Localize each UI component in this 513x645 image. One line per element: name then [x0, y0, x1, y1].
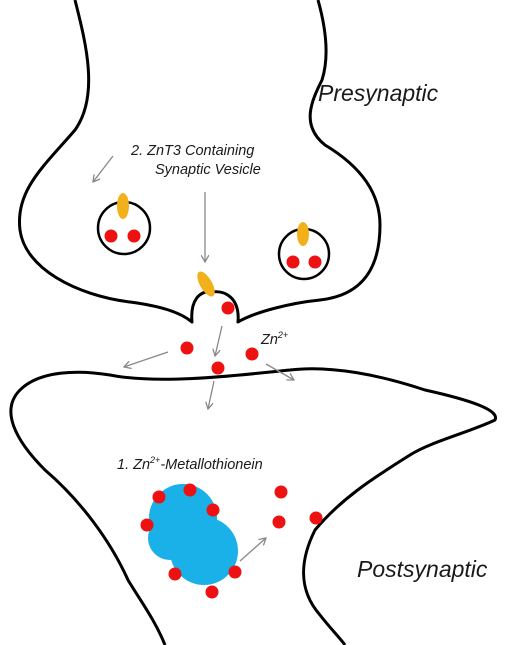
vesicle-label-line2: Synaptic Vesicle — [155, 162, 261, 178]
zinc-ion — [275, 486, 288, 499]
znt3-transporter — [297, 222, 309, 246]
zinc-ion — [206, 586, 219, 599]
zinc-ion — [153, 491, 166, 504]
arrow — [124, 352, 168, 367]
zinc-ion — [105, 230, 118, 243]
zinc-ion — [273, 516, 286, 529]
postsynaptic-membrane — [11, 369, 496, 645]
zinc-ion — [222, 302, 235, 315]
zinc-ion — [169, 568, 182, 581]
metallothionein-label-suffix: -Metallothionein — [160, 457, 262, 473]
vesicle-label-line1: 2. ZnT3 Containing — [131, 143, 254, 159]
zinc-ion — [246, 348, 259, 361]
arrow — [240, 538, 266, 561]
zinc-ion — [181, 342, 194, 355]
zinc-ion-label: Zn2+ — [261, 330, 288, 348]
zinc-ion — [128, 230, 141, 243]
znt3-transporter — [117, 193, 129, 219]
synaptic-vesicle-right — [279, 222, 329, 279]
zinc-ion — [207, 504, 220, 517]
metallothionein-complex — [141, 484, 242, 599]
synaptic-vesicle-left — [98, 193, 150, 254]
zinc-ion — [184, 484, 197, 497]
metallothionein-label-charge: 2+ — [150, 455, 160, 465]
zinc-ion — [287, 256, 300, 269]
zinc-ion-label-base: Zn — [261, 332, 278, 348]
zinc-ion — [309, 256, 322, 269]
metallothionein-label-prefix: 1. Zn — [117, 457, 150, 473]
zinc-ion — [310, 512, 323, 525]
znt3-transporter-fusing — [194, 269, 218, 299]
arrow — [215, 326, 222, 356]
presynaptic-label: Presynaptic — [318, 80, 438, 107]
zinc-ion — [141, 519, 154, 532]
zinc-ion — [229, 566, 242, 579]
zinc-ion — [212, 362, 225, 375]
postsynaptic-label: Postsynaptic — [357, 556, 487, 583]
metallothionein-label: 1. Zn2+-Metallothionein — [117, 455, 263, 473]
zinc-ion-label-charge: 2+ — [278, 330, 288, 340]
arrow — [93, 156, 113, 182]
arrow — [208, 381, 214, 409]
